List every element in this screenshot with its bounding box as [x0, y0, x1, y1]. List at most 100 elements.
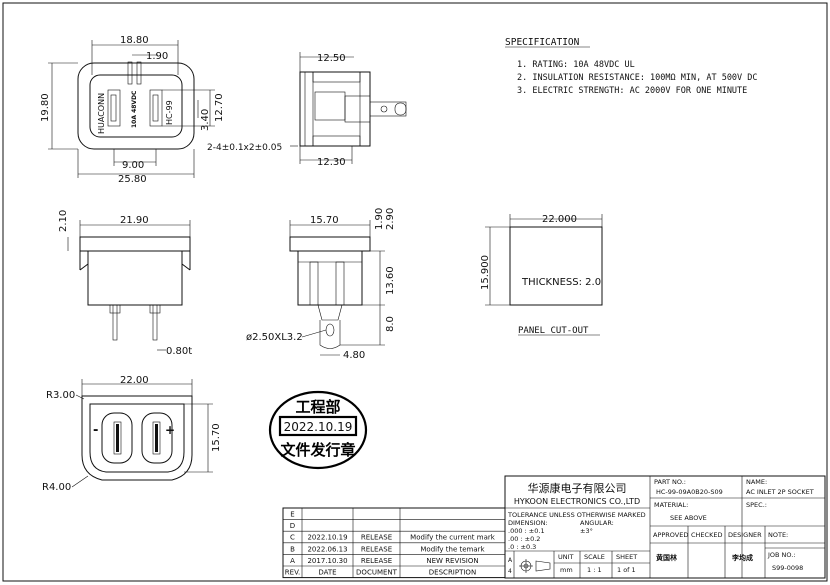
- plus-mark: +: [165, 423, 175, 437]
- revision-cell-date: 2022.10.19: [307, 534, 347, 542]
- revision-header: DOCUMENT: [356, 569, 398, 577]
- dim-8-0: 8.0: [385, 316, 396, 332]
- stamp-date: 2022.10.19: [284, 420, 353, 434]
- label-hc99: HC-99: [165, 100, 174, 125]
- dim-2-90: 2.90: [385, 208, 396, 230]
- revision-cell-rev: C: [290, 534, 295, 542]
- angular-label: ANGULAR:: [580, 519, 614, 527]
- dim-1-90-b: 1.90: [374, 208, 385, 230]
- company-en: HYKOON ELECTRONICS CO.,LTD: [514, 497, 640, 506]
- dim-pin-thickness: 0.80t: [166, 346, 192, 357]
- revision-cell-desc: Modify the temark: [420, 545, 485, 553]
- dim-2-10: 2.10: [58, 210, 69, 232]
- dim-22-000: 22.000: [542, 214, 577, 225]
- revision-cell-date: 2022.06.13: [307, 545, 347, 553]
- tolerance-title: TOLERANCE UNLESS OTHERWISE MARKED: [507, 511, 646, 519]
- projection-symbol: [519, 559, 551, 573]
- part-no: HC-99-09A0B20-S09: [656, 488, 723, 496]
- dim-r3: R3.00: [46, 390, 75, 401]
- revision-header: DESCRIPTION: [429, 569, 476, 577]
- checked-label: CHECKED: [691, 531, 722, 539]
- sheet-value: 1 of 1: [617, 566, 636, 574]
- revision-cell-rev: D: [290, 522, 295, 530]
- revision-cell-desc: NEW REVISION: [426, 557, 478, 565]
- revision-cell-doc: RELEASE: [361, 534, 392, 542]
- spec-title: SPECIFICATION: [505, 37, 580, 48]
- dim-3-40: 3.40: [200, 109, 211, 131]
- unit-label: UNIT: [558, 553, 574, 561]
- job-no: S99-0098: [772, 564, 803, 572]
- dim-4-80: 4.80: [343, 350, 365, 361]
- sheet-label: SHEET: [616, 553, 637, 561]
- approved-label: APPROVED: [653, 531, 688, 539]
- stamp-department: 工程部: [295, 398, 340, 416]
- specification-block: SPECIFICATION 1. RATING: 10A 48VDC UL 2.…: [505, 37, 758, 96]
- job-no-label: JOB NO.:: [767, 551, 796, 559]
- dim-r4: R4.00: [42, 482, 71, 493]
- dim-15-900: 15.900: [480, 255, 491, 290]
- revision-cell-rev: B: [290, 545, 295, 553]
- dim-12-30: 12.30: [317, 157, 346, 168]
- panel-cutout-label: PANEL CUT-OUT: [518, 326, 589, 336]
- approver-name: 黄国林: [656, 553, 678, 562]
- tolerance-1: .000 : ±0.1: [508, 527, 545, 535]
- designer-name: 李均成: [731, 553, 753, 562]
- rev-a4-mark: 4: [508, 568, 512, 575]
- label-rating: 10A 48VDC: [131, 90, 138, 128]
- dimension-label: DIMENSION:: [508, 519, 548, 527]
- revision-header: REV.: [285, 569, 300, 577]
- tolerance-2: .00 : ±0.2: [508, 535, 540, 543]
- revision-cell-rev: A: [290, 557, 295, 565]
- material-label: MATERIAL:: [654, 501, 688, 509]
- spec-item-2: 2. INSULATION RESISTANCE: 100MΩ MIN, AT …: [517, 73, 758, 83]
- dim-9-00: 9.00: [122, 160, 144, 171]
- revision-cell-doc: RELEASE: [361, 557, 392, 565]
- dim-21-90: 21.90: [120, 215, 149, 226]
- name-label: NAME:: [746, 478, 767, 486]
- front-view: HUACONN 10A 48VDC HC-99 18.80 1.90 19.80…: [40, 35, 298, 185]
- dim-hole: ø2.50XL3.2: [246, 332, 303, 343]
- panel-thickness: THICKNESS: 2.0: [521, 277, 601, 288]
- spec-item-3: 3. ELECTRIC STRENGTH: AC 2000V FOR ONE M…: [517, 86, 747, 96]
- material-value: SEE ABOVE: [670, 514, 707, 522]
- minus-mark: -: [93, 423, 98, 438]
- stamp-release: 文件发行章: [280, 441, 355, 459]
- designer-label: DESIGNER: [728, 531, 762, 539]
- part-name: AC INLET 2P SOCKET: [746, 488, 814, 496]
- side-view-top: 12.50 12.30: [299, 52, 407, 168]
- angular-value: ±3°: [580, 527, 593, 535]
- spec-label: SPEC.:: [746, 501, 767, 509]
- scale-value: 1 : 1: [587, 566, 602, 574]
- release-stamp: 工程部 2022.10.19 文件发行章: [268, 390, 368, 470]
- dim-22-00: 22.00: [120, 375, 149, 386]
- tolerance-3: .0 : ±0.3: [508, 543, 536, 551]
- dim-12-50: 12.50: [317, 53, 346, 64]
- company-cn: 华源康电子有限公司: [528, 481, 627, 495]
- dim-18-80: 18.80: [120, 35, 149, 46]
- scale-label: SCALE: [584, 553, 605, 561]
- dim-19-80: 19.80: [40, 93, 51, 122]
- title-block: 华源康电子有限公司 HYKOON ELECTRONICS CO.,LTD TOL…: [504, 475, 826, 579]
- spec-item-1: 1. RATING: 10A 48VDC UL: [517, 60, 635, 70]
- dim-12-70: 12.70: [214, 93, 225, 122]
- unit-value: mm: [560, 566, 573, 574]
- dim-15-70: 15.70: [310, 215, 339, 226]
- face-view: - + 22.00 15.70 R3.00 R4.00: [42, 375, 222, 493]
- dim-15-70-b: 15.70: [211, 423, 222, 452]
- side-view-middle: 15.70 1.90 2.90 13.60 8.0 ø2.50XL3.2 4.8…: [246, 208, 396, 361]
- revision-cell-rev: E: [290, 511, 294, 519]
- note-label: NOTE:: [768, 531, 788, 539]
- dim-25-80: 25.80: [118, 174, 147, 185]
- dim-13-60: 13.60: [385, 266, 396, 295]
- part-no-label: PART NO.:: [654, 478, 686, 486]
- revision-cell-desc: Modify the current mark: [410, 534, 496, 542]
- revision-header: DATE: [318, 569, 336, 577]
- dim-pins: 2-4±0.1x2±0.05: [207, 143, 282, 153]
- panel-cutout: 22.000 15.900 THICKNESS: 2.0 PANEL CUT-O…: [480, 214, 603, 336]
- rev-a-mark: A: [508, 557, 513, 564]
- dim-1-90: 1.90: [146, 51, 168, 62]
- side-view-left: 21.90 2.10 0.80t: [58, 210, 192, 357]
